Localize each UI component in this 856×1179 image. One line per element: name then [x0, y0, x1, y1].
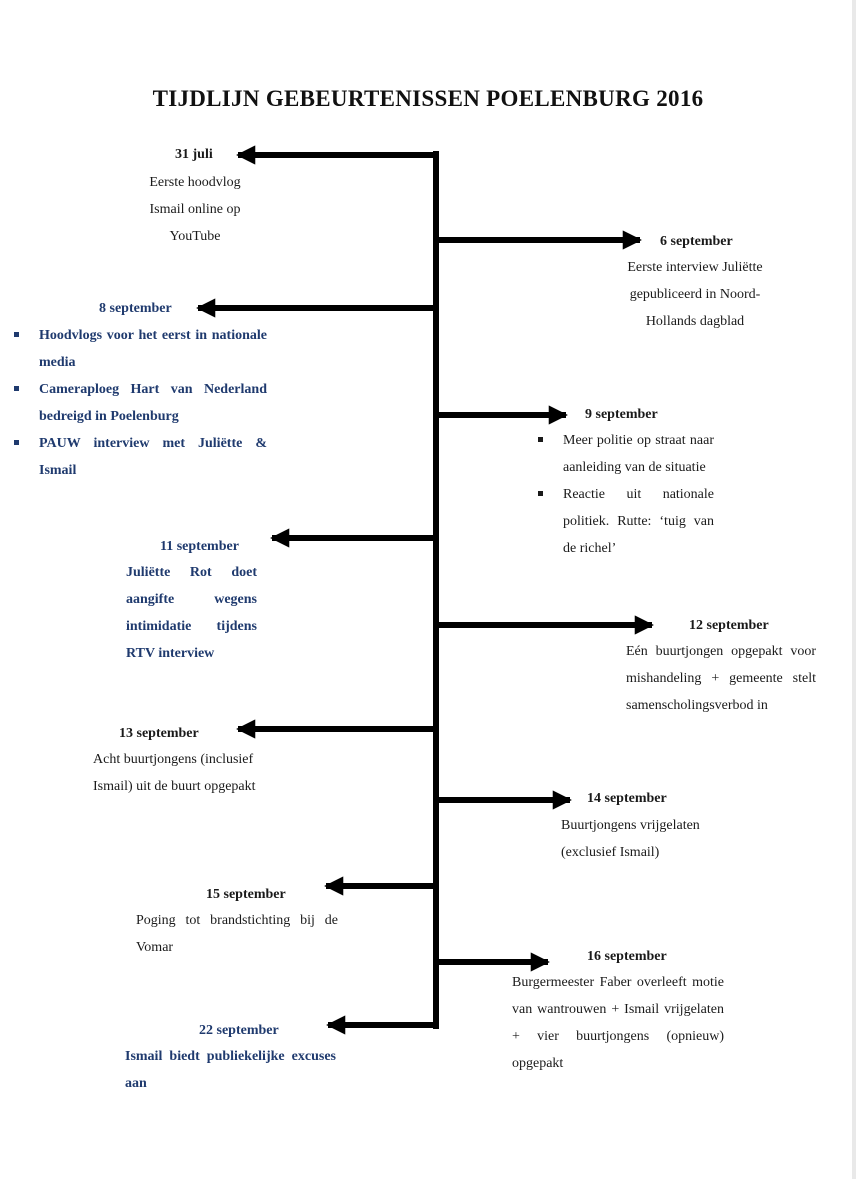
bullet-item: Reactie uit nationale politiek. Rutte: ‘… [536, 481, 714, 562]
event-bullets-8-september: Hoodvlogs voor het eerst in nationale me… [12, 322, 267, 484]
event-date-6-september: 6 september [660, 234, 733, 249]
event-text-12-september: Eén buurtjongen opgepakt voor mishandeli… [626, 638, 816, 719]
event-date-13-september: 13 september [119, 726, 199, 741]
event-line: gepubliceerd in Noord- [629, 287, 761, 302]
event-text-13-september: Acht buurtjongens (inclusief Ismail) uit… [93, 752, 256, 794]
event-text-16-september: Burgermeester Faber overleeft motie van … [512, 969, 724, 1077]
event-text-15-september: Poging tot brandstichting bij de Vomar [136, 907, 338, 961]
event-paragraph: Juliëtte Rot doet aangifte wegens intimi… [126, 565, 257, 661]
event-date-12-september: 12 september [689, 618, 769, 633]
event-date-8-september: 8 september [99, 301, 172, 316]
event-text-14-september: Buurtjongens vrijgelaten (exclusief Isma… [561, 818, 700, 860]
event-line: Eerste hoodvlog [149, 175, 241, 190]
event-date-31-juli: 31 juli [175, 147, 213, 162]
event-date-14-september: 14 september [587, 791, 667, 806]
bullet-item: Meer politie op straat naar aanleiding v… [536, 427, 714, 481]
event-bullets-9-september: Meer politie op straat naar aanleiding v… [536, 427, 714, 562]
event-line: Ismail online op [149, 202, 241, 217]
event-paragraph: Eén buurtjongen opgepakt voor mishandeli… [626, 644, 816, 713]
event-paragraph: Ismail biedt publiekelijke excuses aan [125, 1049, 336, 1091]
event-line: YouTube [169, 229, 221, 244]
page-title: TIJDLIJN GEBEURTENISSEN POELENBURG 2016 [152, 86, 704, 111]
bullet-item: Cameraploeg Hart van Nederland bedreigd … [12, 376, 267, 430]
event-text-31-juli: Eerste hoodvlog Ismail online op YouTube [120, 169, 270, 250]
page-edge [852, 0, 856, 1179]
event-date-15-september: 15 september [206, 887, 286, 902]
event-line: Hollands dagblad [645, 314, 745, 329]
bullet-item: Hoodvlogs voor het eerst in nationale me… [12, 322, 267, 376]
bullet-item: PAUW interview met Juliëtte & Ismail [12, 430, 267, 484]
event-date-9-september: 9 september [585, 407, 658, 422]
event-text-6-september: Eerste interview Juliëtte gepubliceerd i… [600, 254, 790, 335]
event-line: Eerste interview Juliëtte [627, 260, 763, 275]
event-text-11-september: Juliëtte Rot doet aangifte wegens intimi… [126, 559, 257, 667]
event-text-22-september: Ismail biedt publiekelijke excuses aan [125, 1043, 336, 1097]
event-date-22-september: 22 september [199, 1023, 279, 1038]
event-date-11-september: 11 september [160, 539, 239, 554]
event-date-16-september: 16 september [587, 949, 667, 964]
event-paragraph: Poging tot brandstichting bij de Vomar [136, 913, 338, 955]
event-paragraph: Burgermeester Faber overleeft motie van … [512, 975, 724, 1071]
